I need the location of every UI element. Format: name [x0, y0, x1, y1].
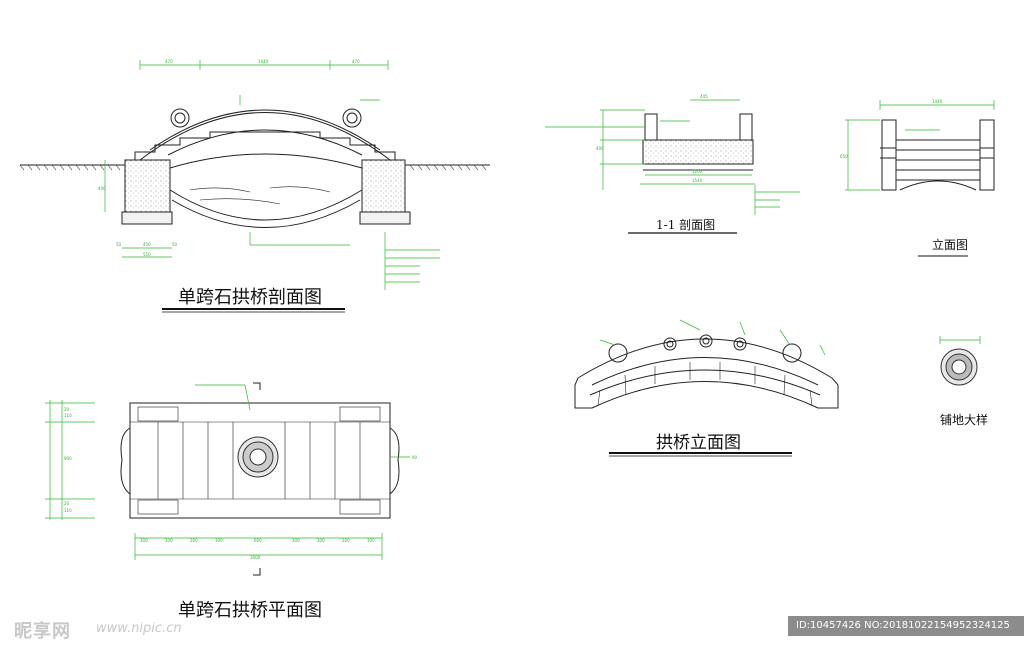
dim-left-h: 400 [98, 186, 106, 191]
plan-dim-6: 300 [292, 538, 300, 543]
dim-bot-c: 50 [172, 242, 178, 247]
dim-top-a: 470 [165, 59, 173, 64]
section-view-drawing: 470 1440 470 400 50 450 50 550 [19, 59, 490, 290]
plan-left-2: 110 [64, 413, 72, 418]
dim-bot-a: 50 [116, 242, 122, 247]
arch-elevation-drawing [574, 319, 839, 409]
watermark-logo: 昵享网 [14, 621, 71, 642]
plan-dim-4: 300 [215, 538, 223, 543]
plan-dim-8: 300 [342, 538, 350, 543]
plan-left-3: 900 [64, 456, 72, 461]
plan-dim-2: 300 [165, 538, 173, 543]
plan-dim-3: 300 [190, 538, 198, 543]
plan-right: 90 [412, 455, 418, 460]
section-1-1-drawing: 445 1200 1540 400 [545, 94, 800, 215]
dim-bot-b: 450 [143, 242, 151, 247]
s11-dim-h: 400 [596, 146, 604, 151]
image-id-bar: ID:10457426 NO:20181022154952324125 [788, 616, 1024, 636]
dim-top-b: 1440 [258, 59, 269, 64]
elev-dim-h: 650 [840, 154, 848, 159]
plan-dim-1: 300 [140, 538, 148, 543]
s11-dim-mid: 1200 [692, 169, 703, 174]
s11-dim-top: 445 [700, 94, 708, 99]
dim-top-c: 470 [352, 59, 360, 64]
dim-bot-d: 550 [143, 252, 151, 257]
plan-dim-total: 3000 [250, 555, 261, 560]
plan-view-drawing: 300 300 300 300 600 300 300 300 300 3000… [45, 382, 418, 576]
elevation-drawing: 1440 650 [840, 99, 995, 191]
watermark-url: www.nipic.cn [96, 621, 182, 636]
plan-dim-5: 600 [254, 538, 262, 543]
plan-left-1: 20 [64, 407, 70, 412]
plan-left-4: 20 [64, 501, 70, 506]
plan-dim-7: 300 [317, 538, 325, 543]
elevation-title: 立面图 [932, 238, 969, 252]
elev-dim-top: 1440 [932, 99, 943, 104]
paving-detail-title: 铺地大样 [940, 413, 989, 427]
arch-elevation-title: 拱桥立面图 [656, 433, 741, 453]
plan-view-title: 单跨石拱桥平面图 [178, 600, 322, 621]
plan-left-5: 110 [64, 508, 72, 513]
s11-dim-bot: 1540 [692, 178, 703, 183]
section-1-1-title: 1-1 剖面图 [656, 218, 716, 232]
paving-detail-drawing [939, 336, 981, 386]
section-view-title: 单跨石拱桥剖面图 [178, 287, 322, 308]
plan-dim-9: 300 [367, 538, 375, 543]
